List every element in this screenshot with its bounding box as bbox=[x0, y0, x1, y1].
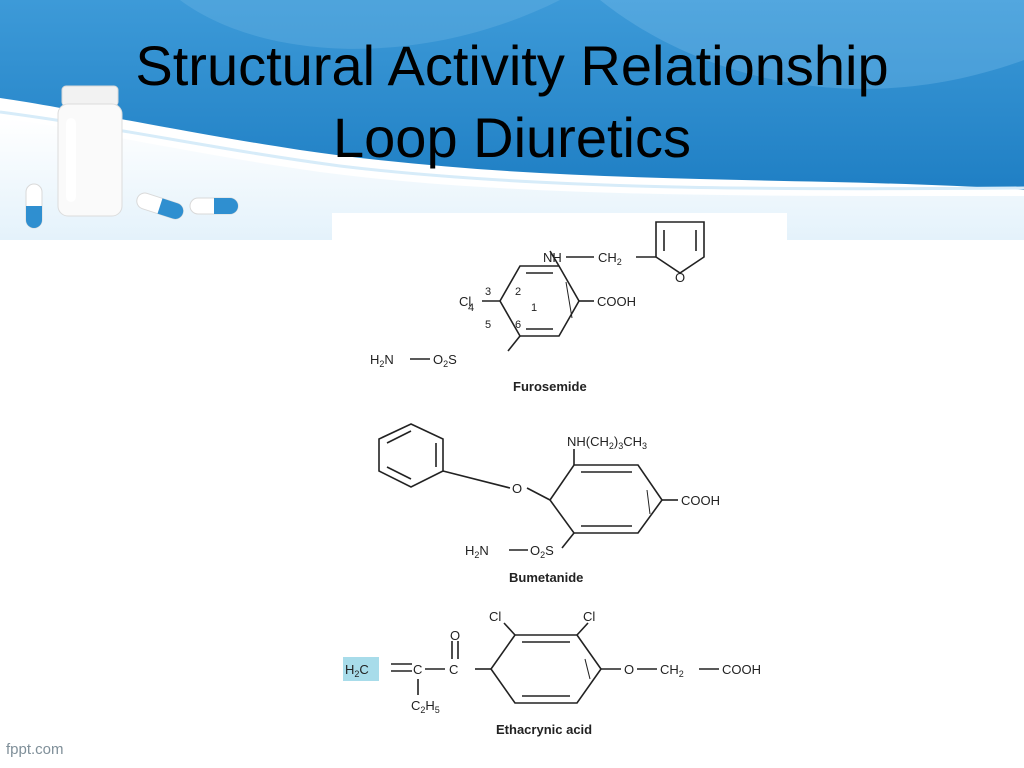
furosemide-caption: Furosemide bbox=[513, 379, 587, 394]
furan-oxygen-label: O bbox=[675, 270, 685, 285]
furosemide-o2s-label: O2S bbox=[433, 352, 457, 369]
furosemide-benzene-ring bbox=[499, 265, 580, 337]
furan-ring bbox=[655, 221, 705, 274]
ring-number-3: 3 bbox=[485, 286, 491, 298]
bumetanide-chain-label: NH(CH2)3CH3 bbox=[567, 434, 647, 451]
furosemide-ch2-label: CH2 bbox=[598, 250, 622, 267]
ethacrynic-cooh-label: COOH bbox=[722, 662, 761, 677]
furosemide-cl-label: Cl bbox=[459, 294, 471, 309]
ring-number-4: 4 bbox=[468, 302, 474, 314]
slide-title-line-1: Structural Activity Relationship bbox=[135, 34, 889, 97]
ethacrynic-h2c-label: H2C bbox=[345, 662, 369, 679]
ethacrynic-oxygen-label: O bbox=[624, 662, 634, 677]
bumetanide-oxygen-label: O bbox=[512, 481, 522, 496]
ethacrynic-cl-left-label: Cl bbox=[489, 609, 501, 624]
ethacrynic-c2-label: C bbox=[449, 662, 458, 677]
structures-figure: NH CH2 O Cl COOH 1 2 3 4 5 6 H2N O2S Fur… bbox=[332, 213, 787, 746]
bumetanide-cooh-label: COOH bbox=[681, 493, 720, 508]
footer-brand-text: fppt.com bbox=[6, 741, 64, 758]
ring-number-5: 5 bbox=[485, 319, 491, 331]
capsule-icon-vertical bbox=[25, 183, 43, 229]
furosemide-cooh-label: COOH bbox=[597, 294, 636, 309]
bumetanide-caption: Bumetanide bbox=[509, 570, 583, 585]
bumetanide-benzene-ring bbox=[549, 464, 663, 534]
phenyl-ring bbox=[378, 423, 444, 488]
header-white-wave bbox=[0, 118, 1024, 240]
bond-lines bbox=[378, 221, 719, 704]
header-wave-highlight bbox=[0, 110, 1024, 191]
header-light-swirl-2 bbox=[600, 0, 1024, 89]
carbonyl-oxygen-label: O bbox=[450, 628, 460, 643]
furosemide-h2n-label: H2N bbox=[370, 352, 394, 369]
header-light-swirl bbox=[180, 0, 560, 49]
header-wave-background bbox=[0, 0, 1024, 240]
structures-svg: NH CH2 O Cl COOH 1 2 3 4 5 6 H2N O2S Fur… bbox=[343, 221, 761, 737]
bumetanide-o2s-label: O2S bbox=[530, 543, 554, 560]
ethacrynic-ch2-label: CH2 bbox=[660, 662, 684, 679]
ethacrynic-benzene-ring bbox=[490, 634, 602, 704]
capsule-icon-horizontal bbox=[189, 197, 239, 215]
bumetanide-h2n-label: H2N bbox=[465, 543, 489, 560]
ring-number-6: 6 bbox=[515, 319, 521, 331]
ethacrynic-caption: Ethacrynic acid bbox=[496, 722, 592, 737]
ethacrynic-c2h5-label: C2H5 bbox=[411, 698, 440, 715]
pill-bottle-icon bbox=[57, 85, 123, 217]
ring-number-2: 2 bbox=[515, 286, 521, 298]
header-blue-band bbox=[0, 0, 1024, 190]
h2c-highlight bbox=[343, 657, 379, 681]
ethacrynic-cl-right-label: Cl bbox=[583, 609, 595, 624]
ethacrynic-c1-label: C bbox=[413, 662, 422, 677]
slide-title-line-2: Loop Diuretics bbox=[333, 106, 691, 169]
ring-number-1: 1 bbox=[531, 302, 537, 314]
capsule-icon-tilted bbox=[136, 192, 184, 220]
furosemide-nh-label: NH bbox=[543, 250, 562, 265]
